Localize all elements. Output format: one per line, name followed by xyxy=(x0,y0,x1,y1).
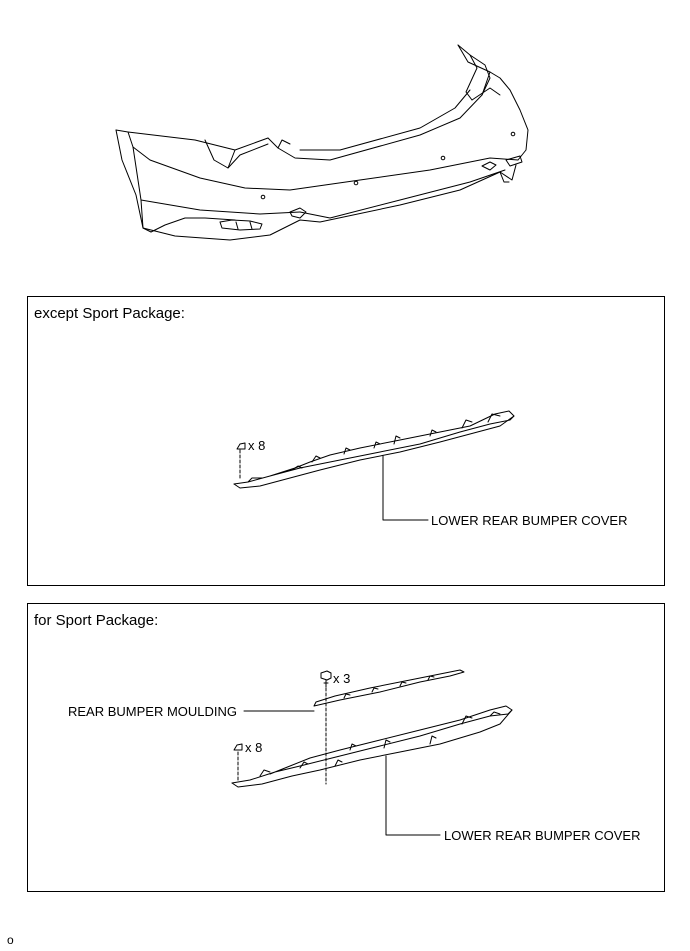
lower-rear-bumper-cover-label: LOWER REAR BUMPER COVER xyxy=(431,513,628,528)
screw-quantity: x 3 xyxy=(333,671,351,686)
panel-title: for Sport Package: xyxy=(34,612,159,629)
panel-title: except Sport Package: xyxy=(34,305,185,322)
clip-icon-sport xyxy=(233,743,243,751)
figure-code: o xyxy=(7,933,14,947)
rear-bumper-illustration xyxy=(115,44,529,241)
clip-quantity-sport: x 8 xyxy=(245,740,263,755)
panel-for-sport-package: for Sport Package: xyxy=(27,603,665,892)
lower-rear-bumper-cover-drawing xyxy=(233,410,515,489)
rear-bumper-moulding-label: REAR BUMPER MOULDING xyxy=(68,704,238,719)
clip-quantity: x 8 xyxy=(248,438,266,453)
lower-rear-bumper-cover-label-sport: LOWER REAR BUMPER COVER xyxy=(444,828,641,843)
lower-rear-bumper-cover-drawing-sport xyxy=(231,705,513,788)
panel-except-sport-package: except Sport Package: xyxy=(27,296,665,586)
clip-icon xyxy=(236,442,246,450)
rear-bumper-moulding-drawing xyxy=(313,669,465,707)
screw-icon xyxy=(320,670,332,688)
